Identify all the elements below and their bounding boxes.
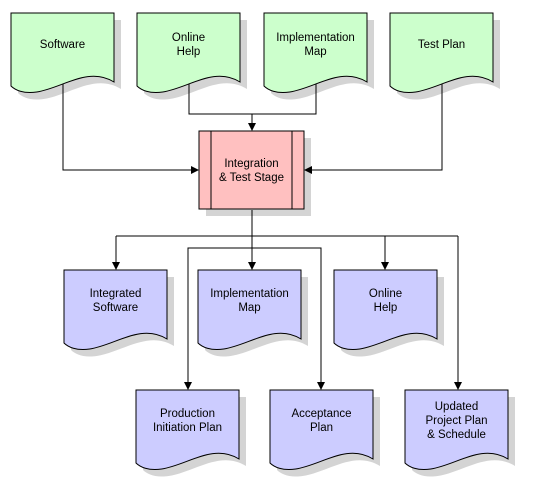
document-acceptance-plan-label-line: Acceptance [291, 408, 351, 420]
document-integrated-software-label-line: Integrated [90, 288, 142, 300]
document-test-plan-label-line: Test Plan [418, 39, 465, 51]
connector-to-production-initiation-plan [184, 247, 252, 390]
document-implementation-map-label-line: Map [304, 46, 326, 58]
document-acceptance-plan-label-line: Plan [310, 422, 333, 434]
document-test-plan: Test Plan [389, 12, 494, 93]
document-software-label-line: Software [40, 39, 85, 51]
document-shape [269, 389, 374, 470]
connectors [62, 78, 462, 390]
document-implementation-map-label-line: Implementation [276, 32, 355, 44]
document-shape [333, 269, 438, 350]
connector-implementation-map-join [252, 84, 317, 115]
document-production-initiation-plan-label-line: Initiation Plan [153, 422, 222, 434]
connector-test-plan-to-process [304, 78, 443, 174]
connector-software-to-process [62, 78, 199, 174]
document-online-help-out-label-line: Online [369, 288, 402, 300]
document-shape [10, 12, 115, 93]
document-updated-project-plan-label-line: & Schedule [427, 429, 486, 441]
process-box [198, 130, 305, 210]
document-online-help-out-label-line: Help [374, 302, 398, 314]
document-online-help-label-line: Help [177, 46, 201, 58]
process-integration-test-stage: Integration & Test Stage [198, 130, 305, 210]
document-shape [136, 12, 241, 93]
document-shape [389, 12, 494, 93]
document-production-initiation-plan-label-line: Production [160, 408, 215, 420]
document-integrated-software-label-line: Software [93, 302, 138, 314]
connector-to-acceptance-plan [252, 247, 325, 390]
document-shape [263, 12, 368, 93]
document-shape [63, 269, 168, 350]
document-shape [404, 389, 509, 470]
document-implementation-map-out-label-line: Map [238, 302, 260, 314]
process-integration-test-stage-label-line: Integration [224, 158, 278, 170]
connector-online-help-join [188, 84, 252, 115]
document-implementation-map-out-label-line: Implementation [210, 288, 289, 300]
process-integration-test-stage-label-line: & Test Stage [219, 172, 284, 184]
document-software: Software [10, 12, 115, 93]
document-online-help-label-line: Online [172, 32, 205, 44]
document-shape [135, 389, 240, 470]
document-updated-project-plan-label-line: Project Plan [425, 415, 487, 427]
document-updated-project-plan-label-line: Updated [435, 401, 478, 413]
document-shape [197, 269, 302, 350]
